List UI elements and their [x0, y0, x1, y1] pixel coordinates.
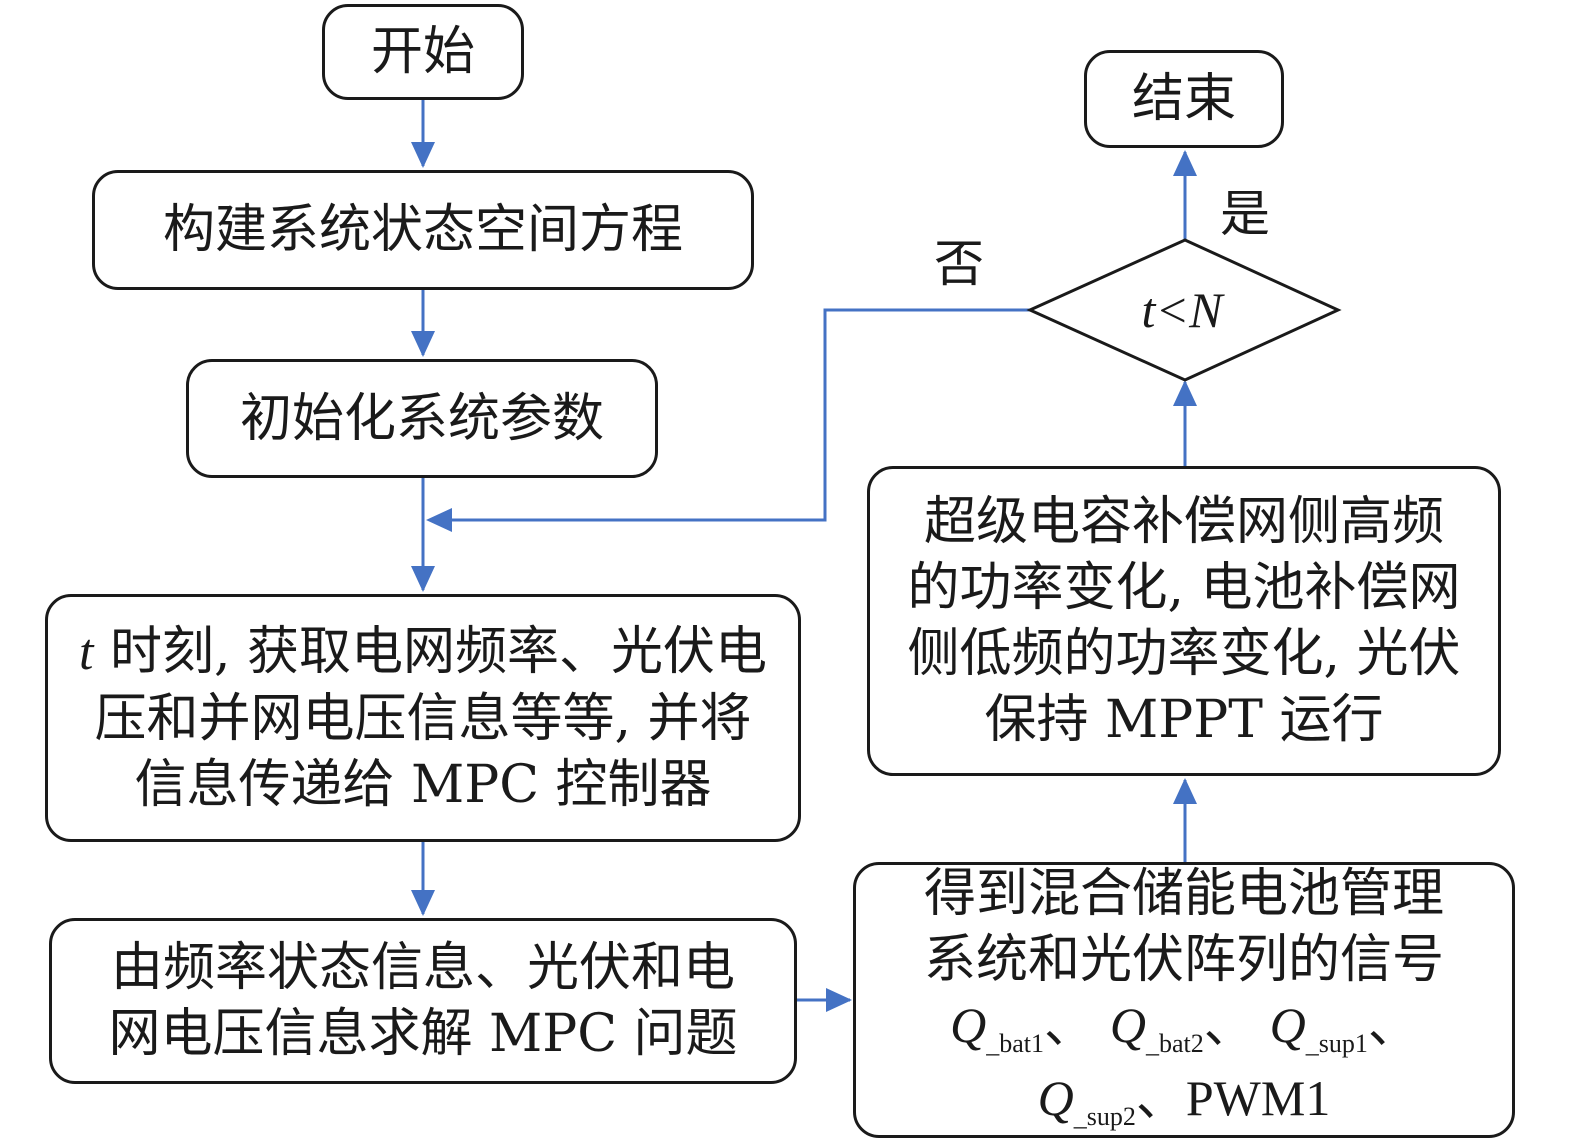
init-params-node: 初始化系统参数: [186, 359, 658, 478]
solve-mpc-line1: 由频率状态信息、光伏和电: [110, 938, 735, 998]
init-params-label: 初始化系统参数: [239, 388, 604, 449]
arrowhead-loop-back: [426, 508, 452, 532]
get-signals-line3: Q_bat1、 Q_bat2、 Q_sup1、: [950, 993, 1418, 1066]
end-node: 结束: [1084, 50, 1284, 148]
q-sup1-symbol: Q: [1269, 997, 1306, 1053]
separator: 、: [1367, 996, 1418, 1054]
compensate-line4: 保持 MPPT 运行: [984, 690, 1384, 750]
decision-diamond: [1026, 238, 1342, 382]
start-node: 开始: [322, 4, 524, 100]
time-symbol: t: [78, 623, 94, 681]
end-label: 结束: [1131, 69, 1236, 129]
separator: 、: [1135, 1069, 1186, 1127]
arrow-decision-loop-back: [430, 308, 1030, 522]
q-bat1-subscript: _bat1: [986, 1029, 1044, 1058]
q-sup1-subscript: _sup1: [1305, 1029, 1368, 1058]
compensate-node: 超级电容补偿网侧高频 的功率变化, 电池补偿网 侧低频的功率变化, 光伏 保持 …: [867, 466, 1501, 776]
acquire-info-line1: t 时刻, 获取电网频率、光伏电: [79, 619, 767, 686]
acquire-info-node: t 时刻, 获取电网频率、光伏电 压和并网电压信息等等, 并将 信息传递给 MP…: [45, 594, 801, 842]
arrowhead-acquire-to-solve: [411, 890, 435, 916]
edge-label-no: 否: [934, 235, 984, 293]
arrowhead-start-to-build: [411, 142, 435, 168]
get-signals-line4: Q_sup2、PWM1: [1038, 1066, 1331, 1139]
arrowhead-solve-to-signals: [826, 988, 852, 1012]
acquire-info-line3: 信息传递给 MPC 控制器: [134, 754, 712, 815]
separator: 、: [1203, 996, 1254, 1054]
build-equation-label: 构建系统状态空间方程: [162, 200, 683, 260]
arrowhead-compensate-to-decision: [1173, 380, 1197, 406]
q-sup2-subscript: _sup2: [1073, 1102, 1136, 1131]
compensate-line3: 侧低频的功率变化, 光伏: [907, 624, 1461, 684]
q-bat2-subscript: _bat2: [1145, 1029, 1204, 1058]
get-signals-node: 得到混合储能电池管理 系统和光伏阵列的信号 Q_bat1、 Q_bat2、 Q_…: [853, 862, 1515, 1138]
edge-label-yes: 是: [1220, 185, 1270, 243]
pwm-label: PWM1: [1185, 1070, 1331, 1126]
arrowhead-init-to-acquire: [411, 566, 435, 592]
decision-label: t<N: [1141, 282, 1223, 338]
acquire-info-line1-text: 时刻, 获取电网频率、光伏电: [93, 621, 768, 682]
get-signals-line2: 系统和光伏阵列的信号: [923, 930, 1444, 990]
separator: 、: [1043, 996, 1094, 1054]
arrowhead-signals-to-compensate: [1173, 778, 1197, 804]
q-sup2-symbol: Q: [1037, 1070, 1074, 1126]
solve-mpc-node: 由频率状态信息、光伏和电 网电压信息求解 MPC 问题: [49, 918, 797, 1084]
arrowhead-build-to-init: [411, 331, 435, 357]
arrowhead-decision-to-end: [1173, 150, 1197, 176]
get-signals-line1: 得到混合储能电池管理: [923, 864, 1444, 924]
q-bat2-symbol: Q: [1109, 997, 1146, 1053]
acquire-info-line2: 压和并网电压信息等等, 并将: [94, 688, 752, 749]
compensate-line2: 的功率变化, 电池补偿网: [907, 558, 1461, 618]
compensate-line1: 超级电容补偿网侧高频: [923, 492, 1444, 552]
q-bat1-symbol: Q: [950, 997, 987, 1053]
start-label: 开始: [370, 22, 475, 82]
build-equation-node: 构建系统状态空间方程: [92, 170, 754, 290]
solve-mpc-line2: 网电压信息求解 MPC 问题: [108, 1004, 738, 1064]
